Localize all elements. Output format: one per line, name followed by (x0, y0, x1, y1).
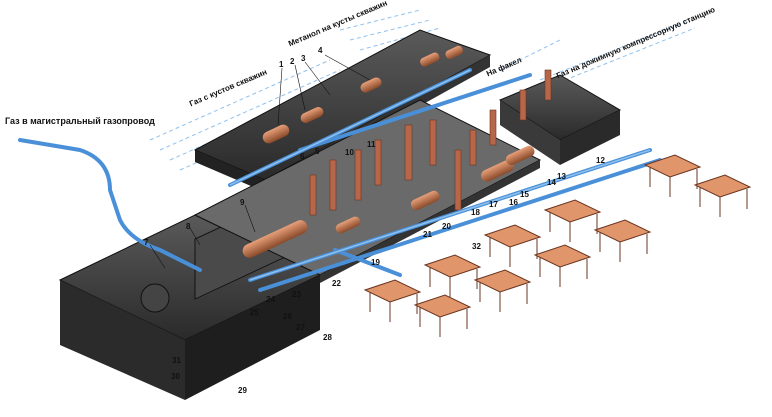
callout-25: 25 (250, 308, 259, 317)
callout-7: 7 (144, 238, 149, 247)
callout-28: 28 (323, 333, 332, 342)
callout-17: 17 (489, 200, 498, 209)
right-building (498, 74, 622, 165)
callout-15: 15 (520, 190, 529, 199)
callout-10: 10 (345, 148, 354, 157)
callout-20: 20 (442, 222, 451, 231)
callout-19: 19 (371, 258, 380, 267)
callout-2: 2 (290, 57, 295, 66)
callout-11: 11 (367, 140, 376, 149)
vertical-columns (309, 69, 552, 216)
callout-31: 31 (172, 356, 181, 365)
callout-12: 12 (596, 156, 605, 165)
callout-23: 23 (292, 290, 301, 299)
callout-30: 30 (171, 372, 180, 381)
callout-26: 26 (283, 312, 292, 321)
callout-16: 16 (509, 198, 518, 207)
callout-32: 32 (472, 242, 481, 251)
callout-6: 6 (300, 152, 305, 161)
process-vessels (242, 145, 535, 258)
callout-3: 3 (301, 54, 306, 63)
callout-22: 22 (332, 279, 341, 288)
callout-27: 27 (296, 323, 305, 332)
upper-vessels (262, 45, 463, 144)
callout-5: 5 (315, 147, 320, 156)
callout-8: 8 (186, 222, 191, 231)
callout-1: 1 (279, 60, 284, 69)
callout-leaders (149, 54, 371, 269)
callout-9: 9 (240, 198, 245, 207)
main-pipeline-label: Газ в магистральный газопровод (5, 116, 155, 126)
callout-13: 13 (557, 172, 566, 181)
callout-4: 4 (318, 46, 323, 55)
callout-18: 18 (471, 208, 480, 217)
callout-14: 14 (547, 178, 556, 187)
air-coolers (363, 154, 752, 337)
callout-29: 29 (238, 386, 247, 395)
callout-24: 24 (266, 295, 275, 304)
callout-21: 21 (423, 230, 432, 239)
